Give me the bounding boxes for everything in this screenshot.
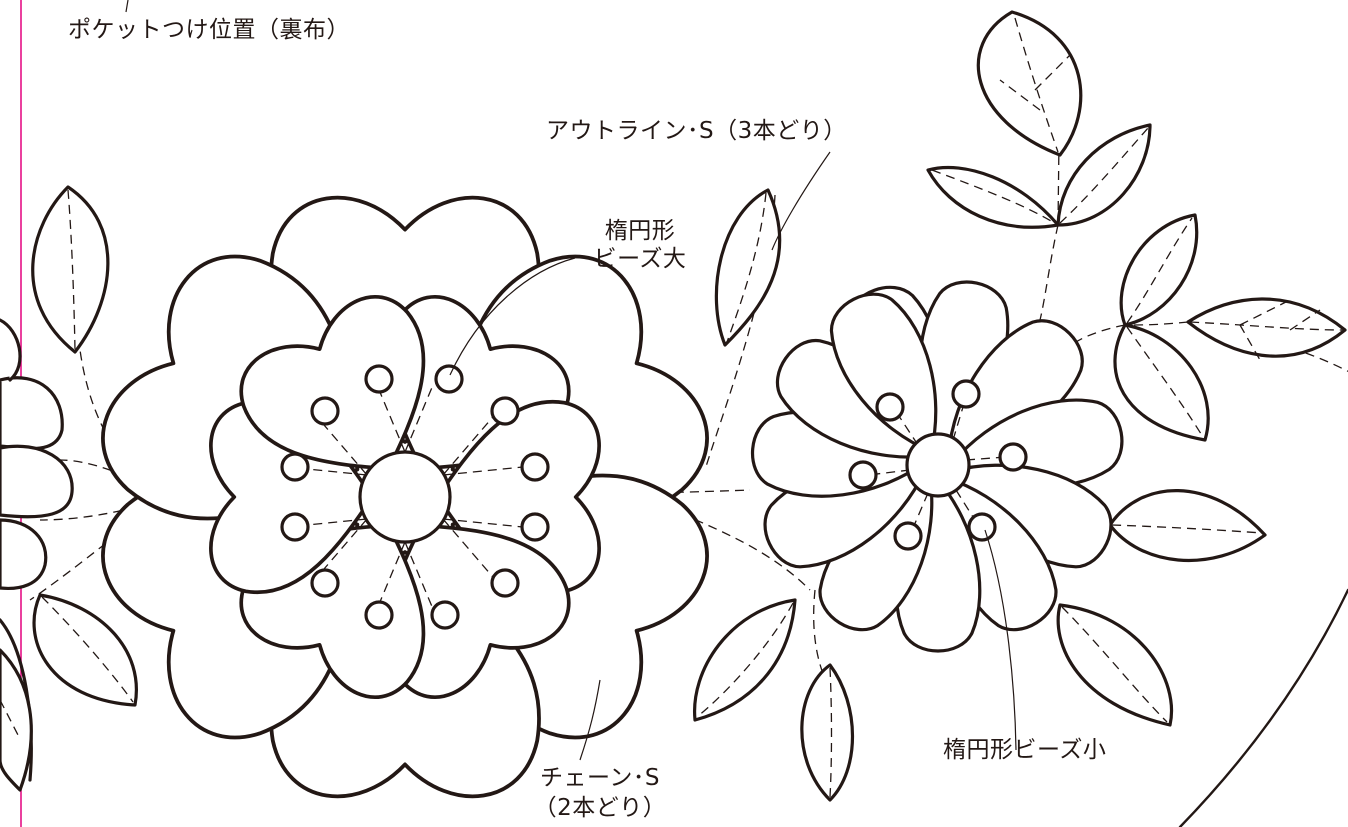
large-flower-center bbox=[358, 450, 452, 544]
leaf-left-bottom bbox=[32, 593, 138, 707]
label-chain-line2: （2本どり） bbox=[533, 795, 667, 821]
large-beads bbox=[280, 364, 550, 630]
leaf-left-top bbox=[31, 185, 110, 354]
leaf-center-bottom-1 bbox=[693, 598, 797, 722]
leaf-right-2 bbox=[1186, 297, 1347, 361]
bead-large-leader bbox=[449, 257, 576, 376]
leaf-top-3 bbox=[1056, 123, 1152, 227]
leaf-center-bottom-2 bbox=[800, 663, 854, 802]
leaf-top-1 bbox=[976, 10, 1083, 157]
small-flower bbox=[747, 272, 1131, 653]
pocket-leader bbox=[125, 0, 129, 13]
label-bead-small: 楕円形ビーズ小 bbox=[943, 737, 1107, 763]
small-beads bbox=[848, 379, 1028, 551]
leaf-right-5 bbox=[1056, 603, 1173, 727]
label-bead-large-line1: 楕円形 bbox=[604, 218, 676, 244]
label-chain-stitch: チェーン･S （2本どり） bbox=[525, 763, 675, 823]
label-bead-large: 楕円形 ビーズ大 bbox=[580, 217, 700, 273]
small-flower-center bbox=[905, 432, 971, 498]
left-partial-flower bbox=[0, 318, 74, 792]
outline-leader bbox=[771, 151, 831, 251]
large-flower bbox=[76, 195, 734, 799]
leader-lines bbox=[125, 0, 1017, 761]
outer-arc-line bbox=[1178, 588, 1348, 827]
leaf-right-1 bbox=[1119, 213, 1199, 327]
leaf-right-4 bbox=[1108, 489, 1267, 563]
label-pocket-position: ポケットつけ位置（裏布） bbox=[68, 17, 350, 43]
label-chain-line1: チェーン･S bbox=[540, 765, 660, 791]
leaf-center-top bbox=[714, 188, 782, 347]
leaf-top-2 bbox=[926, 165, 1060, 229]
label-outline-stitch: アウトライン･S（3本どり） bbox=[546, 118, 847, 144]
chain-leader bbox=[579, 679, 601, 761]
bead-small-leader bbox=[984, 529, 1017, 751]
leaves bbox=[31, 10, 1347, 802]
leaf-right-3 bbox=[1113, 323, 1210, 442]
label-bead-large-line2: ビーズ大 bbox=[593, 246, 687, 272]
